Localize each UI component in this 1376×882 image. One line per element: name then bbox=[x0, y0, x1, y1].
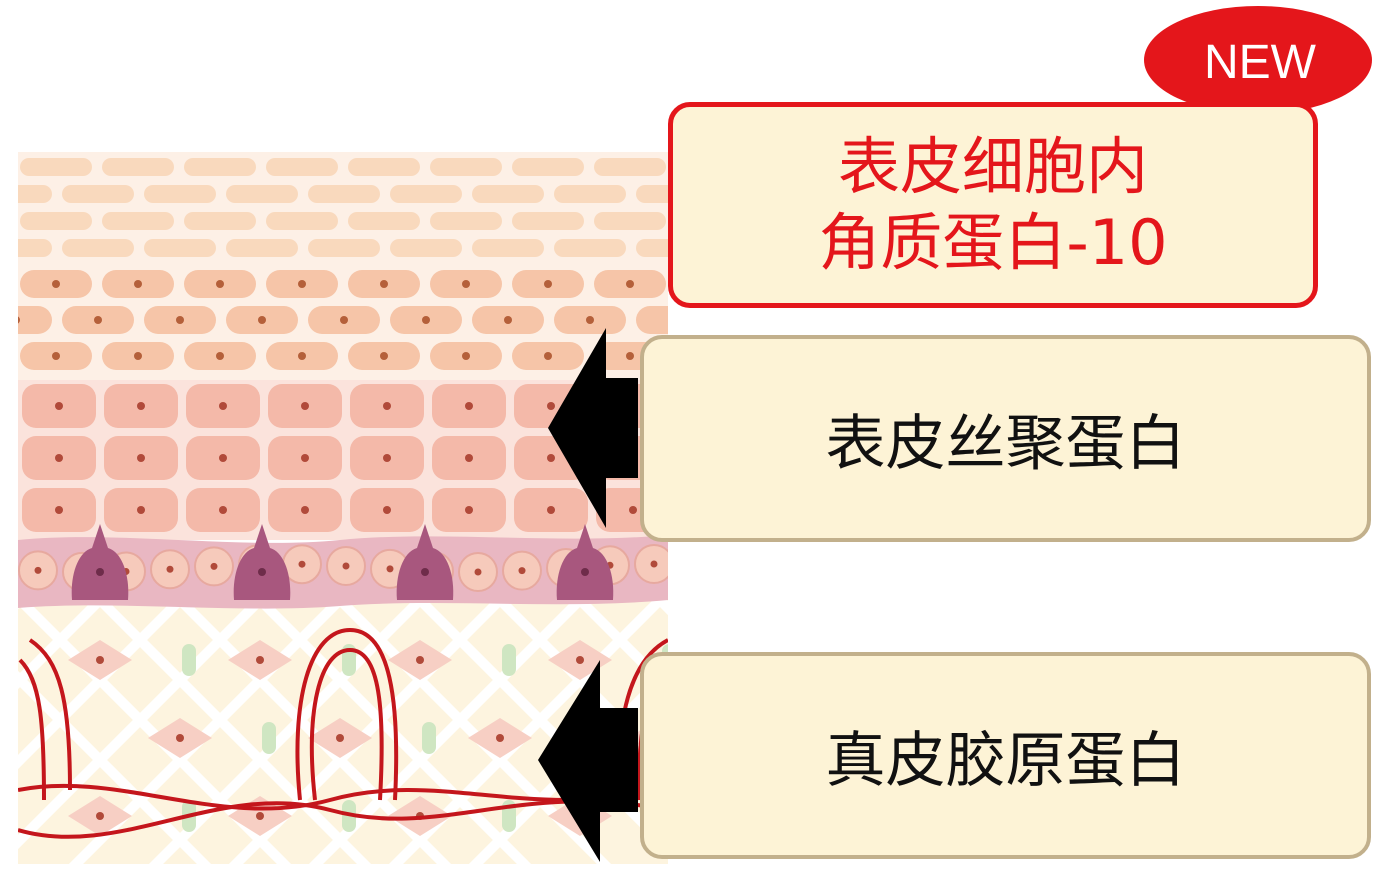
arrow-to-filaggrin bbox=[548, 328, 638, 528]
keratin-10-label-box: 表皮细胞内 角质蛋白-10 bbox=[668, 102, 1318, 308]
new-badge-text: NEW bbox=[1204, 36, 1316, 89]
filaggrin-label-box: 表皮丝聚蛋白 bbox=[640, 335, 1371, 542]
collagen-label-box: 真皮胶原蛋白 bbox=[640, 652, 1371, 859]
filaggrin-label: 表皮丝聚蛋白 bbox=[825, 409, 1186, 479]
arrow-to-collagen bbox=[538, 660, 638, 862]
collagen-label: 真皮胶原蛋白 bbox=[825, 726, 1186, 796]
keratin-label-line1: 表皮细胞内 bbox=[837, 130, 1148, 203]
keratin-label-line2: 角质蛋白-10 bbox=[818, 206, 1168, 279]
